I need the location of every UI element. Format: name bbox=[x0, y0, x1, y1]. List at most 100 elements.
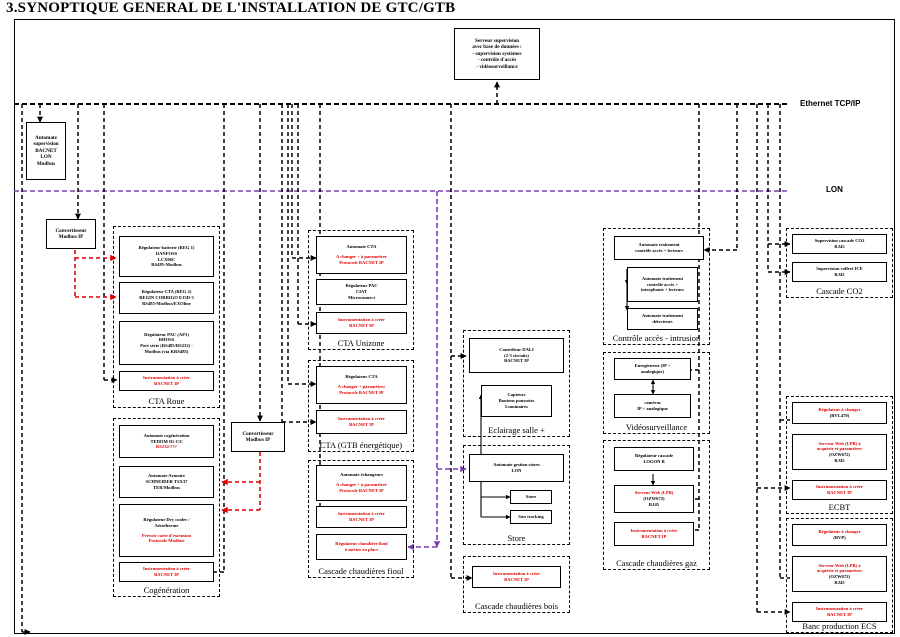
server-box[interactable]: Serveur supervision avec base de données… bbox=[454, 28, 540, 80]
automate-echangeurs-box[interactable]: Automate échangeurs A changer + à paramé… bbox=[316, 465, 407, 501]
convertisseur-modbus-ip-2[interactable]: Convertisseur Modbus IP bbox=[231, 422, 285, 452]
automate-supervision-line: Automate bbox=[35, 134, 57, 141]
automate-interphonie-box[interactable]: Automate traitement contrôle accès + int… bbox=[627, 267, 698, 302]
regulateur-chaudiere-fioul-box[interactable]: Régulateur chaudière fioul à mettre en p… bbox=[316, 534, 407, 560]
regulateur-batterie-box[interactable]: Régulateur batterie (REG 1) DANFOSS LCX0… bbox=[119, 236, 214, 277]
group-label: Contrôle accès - intrusion bbox=[612, 333, 701, 343]
node-line: Microconnect bbox=[348, 294, 375, 300]
automate-controle-acces-lecteurs-box[interactable]: Automate traitement contrôle accès + lec… bbox=[614, 236, 704, 260]
sun-tracking-box[interactable]: Sun tracking bbox=[510, 510, 552, 524]
serveur-web-ecs-box[interactable]: Serveur Web (LPB) à acquérir et paramétr… bbox=[792, 556, 887, 592]
regulateur-cascade-logon-box[interactable]: Régulateur cascade LOGON B bbox=[614, 447, 694, 471]
node-line: (OZW672) bbox=[828, 574, 851, 579]
node-line: Serveur Web (LPB) à bbox=[818, 562, 861, 568]
instrumentation-cogeneration-box[interactable]: Instrumentation à créer BACNET IP bbox=[119, 562, 214, 582]
server-line: - vidéosurveillance bbox=[476, 63, 518, 70]
node-line: BACNET IP bbox=[349, 422, 374, 427]
enregistreur-box[interactable]: Enregistreur (IP + analogique) bbox=[614, 358, 691, 380]
convertisseur-line: Convertisseur bbox=[242, 430, 274, 437]
node-line: (OZW672) bbox=[643, 496, 665, 502]
node-line: SCHNEIDER TSX37 bbox=[145, 479, 188, 485]
instrumentation-gaz-box[interactable]: Instrumentation à créer BACNET IP bbox=[614, 522, 694, 546]
node-line: Automate traitement bbox=[638, 242, 680, 248]
node-line: CIAT bbox=[355, 289, 368, 295]
automate-supervision-line: supervision bbox=[33, 141, 59, 148]
group-label: Cascade chaudières fioul bbox=[318, 566, 404, 576]
regulateur-pac-ap1-box[interactable]: Régulateur PAC (AP1) RHOSS Port série (R… bbox=[119, 321, 214, 365]
instrumentation-cta-gtb-box[interactable]: Instrumentation à créer BACNET IP bbox=[316, 410, 407, 434]
node-line: BACNET IP bbox=[641, 534, 667, 539]
lon-bus bbox=[14, 190, 790, 551]
node-line: acquérir et paramétrer bbox=[816, 446, 863, 452]
group-controle-acces: Contrôle accès - intrusion bbox=[603, 228, 710, 345]
regulateur-pac-ciat-box[interactable]: Régulateur PAC CIAT Microconnect bbox=[316, 279, 407, 305]
node-line: analogique) bbox=[641, 369, 664, 374]
node-line: Luminaires bbox=[505, 403, 528, 409]
group-label: ECBT bbox=[828, 502, 851, 512]
node-line: (RVL470) bbox=[829, 413, 850, 418]
instrumentation-fioul-box[interactable]: Instrumentation à créer BACNET IP bbox=[316, 506, 407, 528]
node-line: acquérir et paramétrer bbox=[816, 568, 863, 574]
supervision-coffret-ice-box[interactable]: Supervision coffret ICE RJ45 bbox=[792, 262, 887, 282]
node-line: Protocole BACNET IP bbox=[339, 487, 384, 493]
group-label: CTA (GTB énergétique) bbox=[319, 440, 403, 450]
store-box[interactable]: Store bbox=[510, 490, 552, 504]
group-ecbt: ECBT bbox=[786, 396, 893, 514]
convertisseur-modbus-ip-1[interactable]: Convertisseur Modbus IP bbox=[46, 219, 96, 249]
node-line: Automate cogénération bbox=[143, 432, 190, 438]
instrumentation-cta-unizone-box[interactable]: Instrumentation à créer BACNET IP bbox=[316, 312, 407, 334]
node-line: (2-3 circuits) bbox=[504, 352, 529, 358]
automate-supervision-box[interactable]: Automate supervision BACNET LON Modbus bbox=[26, 122, 66, 180]
regulateur-rvp-box[interactable]: Régulateur à changer (RVP) bbox=[792, 524, 887, 546]
node-line: LOGON B bbox=[643, 459, 665, 464]
node-line: Automate échangeurs bbox=[340, 472, 383, 478]
node-line: BACNET IP bbox=[154, 381, 179, 386]
node-line: Instrumentation à créer bbox=[816, 606, 863, 612]
server-line: - contrôle d'accès bbox=[477, 57, 517, 64]
serveur-web-gaz-box[interactable]: Serveur Web (LPB) (OZW672) RJ45 bbox=[614, 485, 694, 513]
automate-armoire-box[interactable]: Automate Armoire SCHNEIDER TSX37 TER/Mod… bbox=[119, 466, 214, 498]
node-line: RJ45 bbox=[834, 579, 845, 585]
serveur-web-ecbt-box[interactable]: Serveur Web (LPB) à acquérir et paramétr… bbox=[792, 434, 887, 470]
group-cta-roue: CTA Roue bbox=[113, 226, 220, 408]
regulateur-dry-cooler-box[interactable]: Régulateur Dry cooler / Aérotherme Prévo… bbox=[119, 504, 214, 557]
supervision-cascade-co2-box[interactable]: Supervision cascade CO2 RJ45 bbox=[792, 234, 887, 254]
group-cta-unizone: CTA Unizone bbox=[308, 230, 414, 350]
node-line: Instrumentation à créer bbox=[630, 528, 678, 534]
instrumentation-bois-box[interactable]: Instrumentation à créer BACNET IP bbox=[472, 566, 561, 588]
server-line: - supervision systèmes bbox=[472, 50, 522, 57]
node-line: Instrumentation à créer bbox=[338, 416, 385, 422]
node-line: RHOSS bbox=[158, 337, 175, 343]
node-line: Automate gestion stores bbox=[493, 462, 540, 468]
regulateur-rvl470-box[interactable]: Régulateur à changer (RVL470) bbox=[792, 402, 887, 424]
automate-detecteurs-box[interactable]: Automate traitement détecteurs bbox=[627, 308, 698, 330]
convertisseur-line: Modbus IP bbox=[245, 437, 271, 443]
node-line: Automate Armoire bbox=[147, 473, 186, 479]
automate-cta-box[interactable]: Automate CTA A changer + à paramétrer Pr… bbox=[316, 236, 407, 274]
regulateur-cta-gtb-box[interactable]: Régulateur CTA A changer + paramétrer Pr… bbox=[316, 366, 407, 404]
automate-cogeneration-box[interactable]: Automate cogénération TEDOM IG-CU RS232/… bbox=[119, 425, 214, 458]
controleur-dali-box[interactable]: Contrôleur DALI (2-3 circuits) BACNET IP bbox=[469, 338, 564, 373]
node-line: Protocole BACNET IP bbox=[339, 389, 384, 395]
node-line: Automate traitement bbox=[641, 313, 684, 319]
automate-gestion-stores-box[interactable]: Automate gestion stores LON bbox=[469, 454, 564, 482]
node-line: caméras bbox=[644, 400, 661, 406]
instrumentation-ecbt-box[interactable]: Instrumentation à créer BACNET IP bbox=[792, 480, 887, 500]
group-label: Cascade CO2 bbox=[816, 286, 863, 296]
node-line: contrôle accès + lecteurs bbox=[635, 248, 683, 253]
instrumentation-ecs-box[interactable]: Instrumentation à créer BACNET IP bbox=[792, 602, 887, 622]
capteurs-luminaires-box[interactable]: Capteurs Boutons poussoirs Luminaires bbox=[481, 385, 552, 417]
group-label: Vidéosurveillance bbox=[625, 422, 688, 432]
group-label: Cascade chaudières bois bbox=[474, 601, 559, 611]
node-line: Régulateur batterie (REG 1) bbox=[138, 245, 195, 251]
node-line: Protocole Modbus bbox=[148, 538, 185, 544]
regulateur-cta-reg2-box[interactable]: Régulateur CTA (REG 2) REGIN CORRIGO E15… bbox=[119, 282, 214, 314]
group-store: Store bbox=[463, 445, 570, 545]
node-line: Sun tracking bbox=[518, 514, 544, 520]
node-line: Modbus (via KRS485) bbox=[144, 348, 189, 354]
group-cascade-co2: Cascade CO2 bbox=[786, 228, 893, 298]
group-cta-gtb: CTA (GTB énergétique) bbox=[308, 360, 414, 452]
node-line: BACNET IP bbox=[827, 490, 852, 495]
instrumentation-cta-roue-box[interactable]: Instrumentation à créer BACNET IP bbox=[119, 371, 214, 391]
cameras-box[interactable]: caméras IP + analogique bbox=[614, 394, 691, 418]
